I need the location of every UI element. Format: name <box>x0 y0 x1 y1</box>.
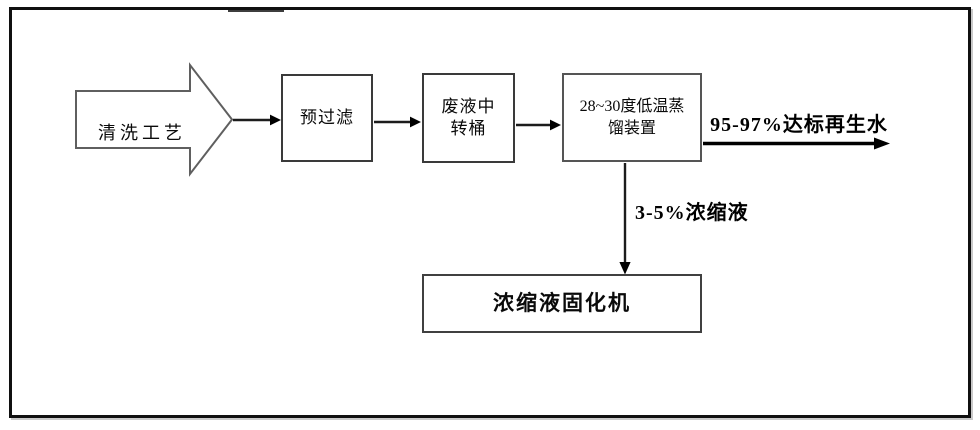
node-transfer-line1: 废液中 <box>441 97 496 117</box>
node-concentrate-solidifier: 浓缩液固化机 <box>422 274 702 333</box>
node-distill-line2: 馏装置 <box>607 119 656 137</box>
source-arrow-label: 清洗工艺 <box>98 123 186 143</box>
node-prefilter-label: 预过滤 <box>300 108 354 128</box>
concentrate-label: 3-5%浓缩液 <box>635 202 749 224</box>
scan-artifact-mark <box>228 10 284 12</box>
arrowhead-down-icon <box>619 262 631 275</box>
node-waste-transfer-barrel: 废液中 转桶 <box>422 73 515 163</box>
arrowhead-right-icon <box>550 119 561 131</box>
block-arrow-right-icon <box>75 62 234 177</box>
output-water-label: 95-97%达标再生水 <box>710 114 888 136</box>
node-transfer-line2: 转桶 <box>450 119 487 138</box>
arrowhead-right-icon <box>874 137 890 150</box>
node-low-temp-distillation: 28~30度低温蒸 馏装置 <box>562 73 702 162</box>
arrowhead-right-icon <box>410 116 421 128</box>
node-distill-line1: 28~30度低温蒸 <box>579 97 685 115</box>
arrowhead-right-icon <box>270 114 281 126</box>
node-solidifier-label: 浓缩液固化机 <box>493 291 631 316</box>
node-prefilter: 预过滤 <box>281 74 373 162</box>
